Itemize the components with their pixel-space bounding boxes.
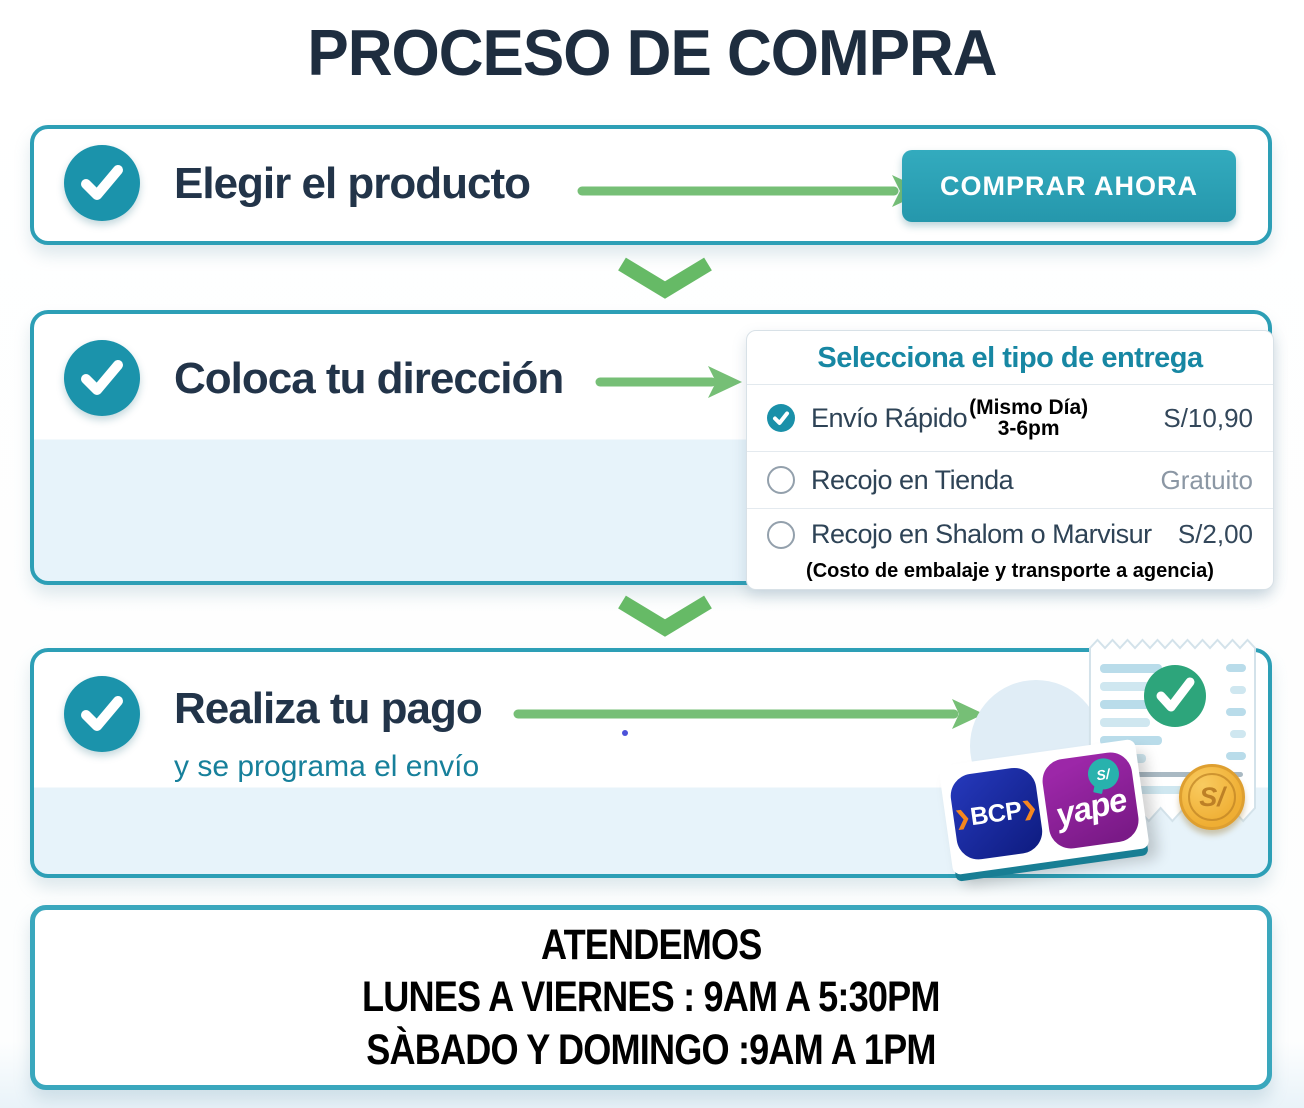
step1-box: Elegir el producto COMPRAR AHORA: [30, 125, 1272, 245]
step3-box: Realiza tu pago y se programa el envío: [30, 638, 1272, 878]
option-price: Gratuito: [1160, 464, 1254, 495]
right-arrow-icon: [594, 364, 744, 405]
attention-hours-box: ATENDEMOS LUNES A VIERNES : 9AM A 5:30PM…: [30, 905, 1272, 1090]
delivery-option-recojo-agencia[interactable]: Recojo en Shalom o Marvisur S/2,00: [747, 508, 1273, 560]
option-note: (Mismo Día) 3-6pm: [969, 396, 1089, 440]
option-price: S/2,00: [1177, 519, 1253, 549]
decorative-dot: [622, 730, 628, 736]
payment-methods-card: ❯BCP❯ S/ yape: [938, 738, 1150, 876]
option-price: S/10,90: [1163, 402, 1253, 433]
step3-label: Realiza tu pago: [174, 684, 483, 733]
step1-label: Elegir el producto: [174, 159, 531, 208]
packaging-cost-note: (Costo de embalaje y transporte a agenci…: [806, 560, 1214, 582]
radio-selected-icon[interactable]: [767, 404, 795, 432]
radio-icon[interactable]: [767, 520, 795, 549]
option-label: Recojo en Tienda: [811, 464, 1014, 495]
step3-check-icon: [64, 676, 140, 752]
step2-check-icon: [64, 340, 140, 416]
right-arrow-icon: [512, 696, 986, 737]
radio-icon[interactable]: [767, 466, 795, 494]
chevron-down-icon: [612, 594, 718, 638]
bcp-logo: ❯BCP❯: [947, 765, 1045, 863]
right-arrow-icon: [576, 173, 928, 214]
step2-box: Coloca tu dirección Selecciona el tipo d…: [30, 310, 1274, 590]
option-label: Envío Rápido: [811, 402, 968, 433]
hours-weekdays: LUNES A VIERNES : 9AM A 5:30PM: [362, 973, 940, 1022]
step3-sublabel: y se programa el envío: [174, 750, 480, 783]
buy-now-button[interactable]: COMPRAR AHORA: [902, 150, 1236, 222]
coin-icon: S/: [1179, 764, 1245, 830]
option-label: Recojo en Shalom o Marvisur: [811, 519, 1152, 549]
delivery-option-envio-rapido[interactable]: Envío Rápido (Mismo Día) 3-6pm S/10,90: [747, 385, 1273, 451]
page-title: PROCESO DE COMPRA: [307, 17, 997, 90]
delivery-option-recojo-tienda[interactable]: Recojo en Tienda Gratuito: [747, 451, 1273, 508]
delivery-panel-title: Selecciona el tipo de entrega: [747, 331, 1273, 385]
yape-logo: S/ yape: [1039, 749, 1141, 852]
step2-label: Coloca tu dirección: [174, 354, 564, 403]
delivery-options-panel: Selecciona el tipo de entrega Envío Rápi…: [746, 330, 1274, 590]
chevron-down-icon: [612, 256, 718, 300]
hours-weekend: SÀBADO Y DOMINGO :9AM A 1PM: [366, 1025, 936, 1074]
step1-check-icon: [64, 145, 140, 221]
hours-title: ATENDEMOS: [540, 920, 762, 969]
